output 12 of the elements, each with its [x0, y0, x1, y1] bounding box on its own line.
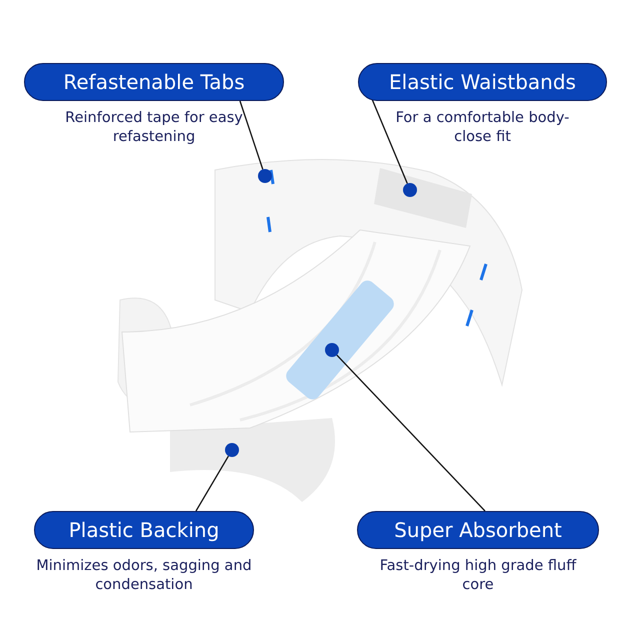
feature-heading: Plastic Backing	[34, 511, 254, 549]
leader-line	[239, 100, 264, 170]
feature-heading: Elastic Waistbands	[358, 63, 607, 101]
feature-description: Reinforced tape for easy refastening	[64, 109, 244, 147]
feature-heading: Super Absorbent	[357, 511, 599, 549]
feature-description: Fast-drying high grade fluff core	[378, 557, 578, 595]
feature-heading: Refastenable Tabs	[24, 63, 284, 101]
leader-line	[371, 98, 408, 184]
feature-description: For a comfortable body-close fit	[394, 109, 570, 147]
leader-line	[195, 456, 229, 512]
feature-description: Minimizes odors, sagging and condensation	[35, 557, 253, 595]
leader-line	[336, 354, 486, 512]
